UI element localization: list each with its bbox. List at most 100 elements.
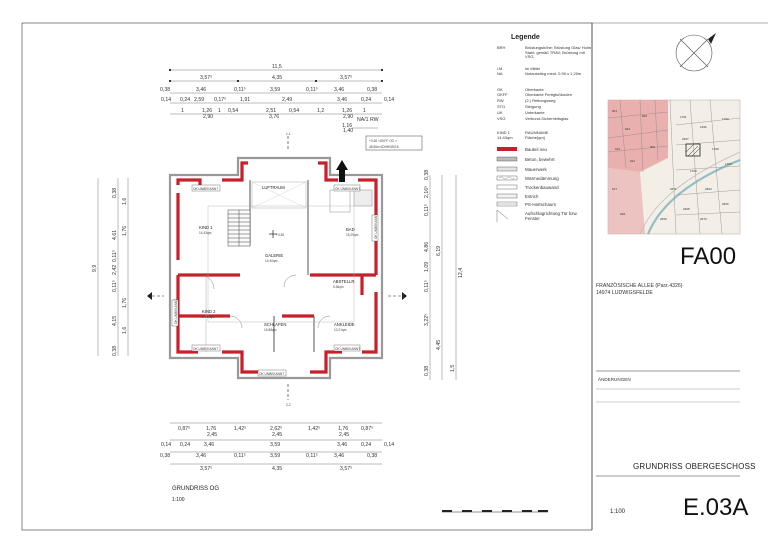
svg-text:1,76: 1,76 bbox=[338, 426, 348, 432]
svg-text:1: 1 bbox=[218, 108, 221, 114]
svg-text:0,54: 0,54 bbox=[228, 108, 238, 114]
floor-plan bbox=[147, 136, 407, 400]
svg-text:0,87⁵: 0,87⁵ bbox=[178, 426, 190, 432]
svg-text:2,62⁵: 2,62⁵ bbox=[270, 426, 282, 432]
sheet-title: GRUNDRISS OBERGESCHOSS bbox=[633, 462, 756, 471]
svg-text:1,5: 1,5 bbox=[450, 365, 456, 372]
top-dimensions: 11,5 3,57⁵ 4,35 3,57⁵ 0,38 3,46 0,11⁵ 3,… bbox=[160, 64, 394, 134]
room-bad: BAD bbox=[346, 227, 355, 232]
svg-text:0,17⁵: 0,17⁵ bbox=[214, 97, 226, 103]
svg-text:1-1: 1-1 bbox=[286, 132, 291, 136]
sheet-scale: 1:100 bbox=[610, 509, 626, 515]
legend-bauteil-neu: Bauteil neu bbox=[525, 147, 547, 152]
right-dimensions: 12,4 0,38 2,16⁵ 0,11⁵ 4,86 6,19 1,09 0,1… bbox=[424, 170, 464, 376]
svg-text:12,4: 12,4 bbox=[458, 268, 464, 278]
svg-text:OK UNBEKANNT: OK UNBEKANNT bbox=[259, 372, 284, 376]
svg-text:2-2: 2-2 bbox=[286, 403, 291, 407]
svg-text:1,26: 1,26 bbox=[202, 108, 212, 114]
svg-text:2,45: 2,45 bbox=[207, 432, 217, 438]
svg-text:1704: 1704 bbox=[725, 162, 732, 166]
north-arrow-icon bbox=[675, 33, 716, 72]
svg-text:0,54: 0,54 bbox=[289, 108, 299, 114]
svg-text:3,22⁵: 3,22⁵ bbox=[424, 314, 430, 326]
room-abstell: ABSTELLR. bbox=[333, 279, 356, 284]
changes-label: ÄNDERUNGEN bbox=[598, 377, 631, 382]
svg-text:15.88qm: 15.88qm bbox=[264, 328, 277, 332]
svg-text:2,90: 2,90 bbox=[343, 114, 353, 120]
svg-text:1709: 1709 bbox=[712, 147, 719, 151]
legend-trockenbau: Trockenbauwand bbox=[525, 185, 559, 190]
svg-text:2668: 2668 bbox=[683, 207, 690, 211]
svg-text:1703: 1703 bbox=[690, 169, 697, 173]
svg-text:3,57⁵: 3,57⁵ bbox=[200, 75, 212, 81]
svg-text:1,6: 1,6 bbox=[122, 198, 128, 205]
svg-text:OK UNBEKANNT: OK UNBEKANNT bbox=[193, 187, 218, 191]
svg-text:3,46: 3,46 bbox=[334, 87, 344, 93]
svg-text:1,16: 1,16 bbox=[342, 123, 352, 129]
svg-text:3,46: 3,46 bbox=[196, 453, 206, 459]
svg-text:1,76: 1,76 bbox=[206, 426, 216, 432]
project-address: FRANZÖSISCHE ALLEE (Parz.4326) 14974 LUD… bbox=[596, 283, 683, 296]
svg-text:0,11⁵: 0,11⁵ bbox=[306, 453, 318, 459]
svg-text:1701: 1701 bbox=[680, 115, 687, 119]
svg-text:14.40qm: 14.40qm bbox=[265, 259, 278, 263]
svg-text:0,24: 0,24 bbox=[180, 97, 190, 103]
svg-text:10.21qm: 10.21qm bbox=[334, 328, 347, 332]
sheet-number: E.03A bbox=[683, 494, 749, 521]
svg-text:1,91: 1,91 bbox=[240, 97, 250, 103]
svg-text:4,35: 4,35 bbox=[272, 75, 282, 81]
svg-text:2,90: 2,90 bbox=[203, 114, 213, 120]
svg-text:920: 920 bbox=[642, 114, 647, 118]
legend-beton: Beton, bewehrt bbox=[525, 157, 555, 162]
svg-text:0,87⁵: 0,87⁵ bbox=[361, 426, 373, 432]
svg-text:901: 901 bbox=[612, 109, 617, 113]
level-mark: +3.36 bbox=[276, 233, 284, 237]
svg-text:2,51: 2,51 bbox=[266, 108, 276, 114]
svg-text:2,42: 2,42 bbox=[112, 265, 118, 275]
svg-text:0,24: 0,24 bbox=[361, 97, 371, 103]
plan-scale: 1:100 bbox=[172, 497, 185, 503]
svg-text:1,6: 1,6 bbox=[122, 327, 128, 334]
svg-text:2,49: 2,49 bbox=[282, 97, 292, 103]
svg-text:1,40: 1,40 bbox=[343, 128, 353, 134]
scale-bar-icon bbox=[442, 510, 548, 513]
svg-text:3,46: 3,46 bbox=[337, 442, 347, 448]
svg-text:1,09: 1,09 bbox=[424, 262, 430, 272]
svg-text:910: 910 bbox=[615, 147, 620, 151]
svg-text:3,57⁵: 3,57⁵ bbox=[340, 75, 352, 81]
svg-text:0,14: 0,14 bbox=[384, 442, 394, 448]
svg-text:2666: 2666 bbox=[722, 202, 729, 206]
svg-text:2,16⁵: 2,16⁵ bbox=[424, 186, 430, 198]
svg-text:0,38: 0,38 bbox=[367, 87, 377, 93]
svg-text:1: 1 bbox=[363, 108, 366, 114]
svg-text:1,76: 1,76 bbox=[122, 226, 128, 236]
svg-text:+3.36 =OKFF OG =: +3.36 =OKFF OG = bbox=[369, 139, 397, 143]
svg-text:2,59: 2,59 bbox=[194, 97, 204, 103]
svg-text:3,46: 3,46 bbox=[196, 87, 206, 93]
svg-text:0,38: 0,38 bbox=[424, 366, 430, 376]
svg-text:OK UNBEKANNT: OK UNBEKANNT bbox=[374, 214, 378, 239]
svg-text:0,38: 0,38 bbox=[160, 453, 170, 459]
svg-text:2671: 2671 bbox=[670, 187, 677, 191]
level-note: +3.36 =OKFF OG = 48.56m üDHHN2016 bbox=[365, 135, 423, 151]
svg-text:3,46: 3,46 bbox=[337, 97, 347, 103]
left-dimensions: 9,9 0,38 4,61 0,11⁵ 2,42 0,11⁵ 4,15 0,38… bbox=[92, 188, 128, 356]
svg-text:3,59: 3,59 bbox=[270, 453, 280, 459]
svg-text:0,11⁵: 0,11⁵ bbox=[112, 250, 118, 262]
svg-text:0,24: 0,24 bbox=[361, 442, 371, 448]
legend-waermedaemmung: Wärmedämmung bbox=[525, 176, 559, 181]
svg-text:3,59: 3,59 bbox=[270, 87, 280, 93]
room-labels: LUFTRAUM KIND 1 14.43qm GALERIE 14.40qm … bbox=[199, 185, 359, 332]
svg-text:3,46: 3,46 bbox=[334, 453, 344, 459]
svg-text:4,45: 4,45 bbox=[436, 340, 442, 350]
svg-text:OK UNBEKANNT: OK UNBEKANNT bbox=[174, 299, 178, 324]
section-marks: 1-1 2-2 bbox=[286, 132, 291, 407]
room-ankleide: ANKLEIDE bbox=[334, 322, 355, 327]
legend-ps-hartschaum: PS-Hartschaum bbox=[525, 202, 556, 207]
svg-text:0,38: 0,38 bbox=[112, 188, 118, 198]
svg-text:1696: 1696 bbox=[700, 125, 707, 129]
svg-text:1,42⁵: 1,42⁵ bbox=[234, 426, 246, 432]
svg-text:3,59: 3,59 bbox=[270, 442, 280, 448]
svg-text:918: 918 bbox=[620, 212, 625, 216]
